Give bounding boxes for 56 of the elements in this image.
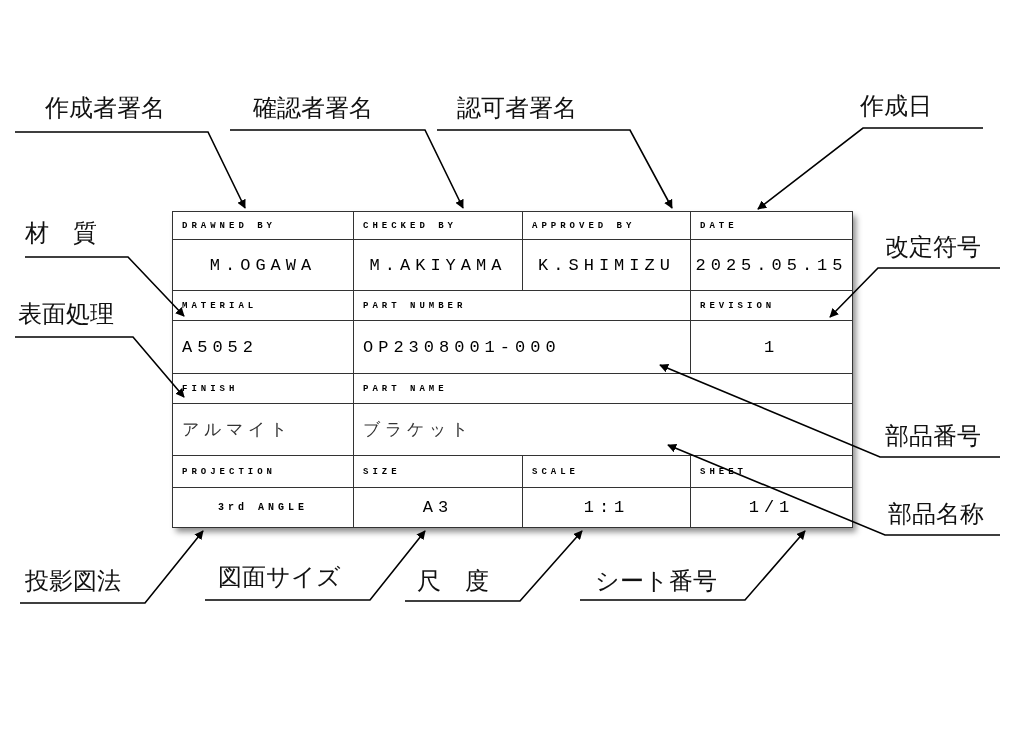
field-label: MATERIAL [182, 300, 258, 311]
leader-line [829, 267, 1001, 318]
field-header-cell [172, 211, 354, 240]
field-value: A3 [422, 498, 454, 517]
field-label: PART NAME [363, 383, 448, 394]
field-value: M.OGAWA [209, 255, 317, 275]
field-label: DATE [700, 220, 738, 231]
field-value: OP2308001-000 [363, 337, 561, 357]
leader-line [757, 127, 984, 210]
leader-line [14, 131, 246, 209]
field-header-cell [690, 211, 853, 240]
field-label: APPROVED BY [532, 220, 636, 231]
field-value: アルマイト [182, 418, 292, 441]
field-value: A5052 [182, 337, 258, 357]
field-label: DRAWNED BY [182, 220, 276, 231]
field-value-cell [690, 487, 853, 528]
leader-line [204, 530, 426, 601]
leader-line [14, 336, 185, 398]
callout-label: 表面処理 [18, 299, 114, 329]
field-label: REVISION [700, 300, 776, 311]
leader-line [229, 129, 464, 209]
leader-line [667, 443, 1001, 536]
callout-label: 認可者署名 [457, 93, 577, 123]
field-label: FINISH [182, 383, 239, 394]
field-label: SCALE [532, 466, 579, 477]
callout-label: 図面サイズ [218, 562, 341, 592]
callout-label: 作成日 [860, 91, 932, 121]
leader-line [19, 530, 204, 604]
field-value: M.AKIYAMA [369, 255, 507, 275]
field-value: 1 [763, 337, 780, 357]
field-value: 3rd ANGLE [218, 502, 308, 513]
field-value: 1:1 [583, 498, 630, 517]
callout-label: 改定符号 [885, 232, 981, 262]
field-value-cell [172, 487, 354, 528]
field-value: ブラケット [363, 418, 473, 441]
callout-label: 投影図法 [25, 566, 121, 596]
callout-label: 尺 度 [417, 566, 489, 596]
callout-label: 作成者署名 [45, 93, 165, 123]
field-label: PROJECTION [182, 466, 276, 477]
leader-line [404, 530, 583, 602]
field-label: SIZE [363, 466, 401, 477]
leader-line [24, 256, 185, 317]
callout-label: 材 質 [25, 218, 97, 248]
leader-line [436, 129, 673, 209]
field-value: 2025.05.15 [695, 255, 848, 275]
callout-label: 部品名称 [888, 499, 984, 529]
callout-label: シート番号 [595, 566, 717, 596]
leader-line [659, 363, 1001, 458]
title-block-table [172, 211, 852, 527]
field-label: CHECKED BY [363, 220, 457, 231]
field-label: PART NUMBER [363, 300, 467, 311]
callout-label: 確認者署名 [253, 93, 373, 123]
field-value: K.SHIMIZU [538, 255, 675, 275]
field-value: 1/1 [748, 498, 795, 517]
leader-line [579, 530, 806, 601]
callout-label: 部品番号 [885, 421, 981, 451]
